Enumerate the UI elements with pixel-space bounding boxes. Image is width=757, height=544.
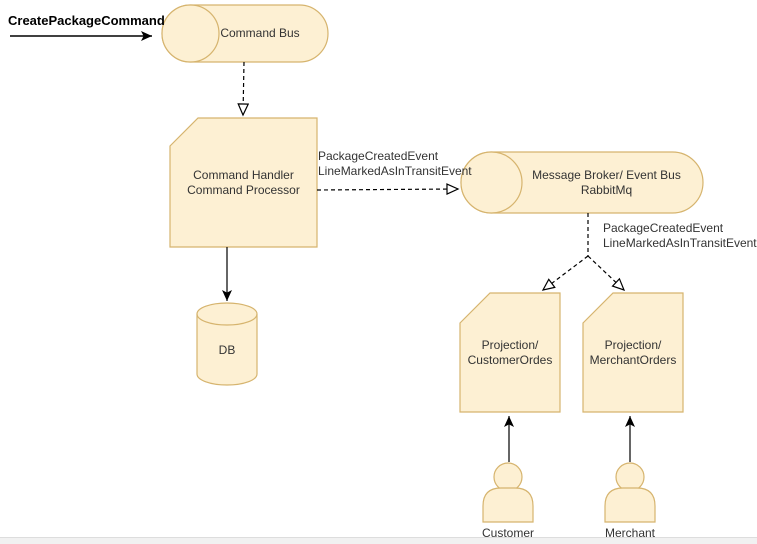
- node-message-broker[interactable]: [460, 151, 704, 214]
- node-label-projection-customer: Projection/ CustomerOrdes: [467, 337, 553, 367]
- edge-handler-to-broker[interactable]: [316, 183, 460, 196]
- node-label-command-bus: Command Bus: [220, 26, 300, 40]
- node-command-handler[interactable]: [169, 117, 318, 248]
- node-label-merchant: Merchant: [604, 525, 656, 540]
- edge-label-create-package-command: CreatePackageCommand: [8, 13, 165, 28]
- node-label-projection-merchant: Projection/ MerchantOrders: [589, 337, 677, 367]
- node-db[interactable]: [196, 302, 258, 386]
- node-label-customer: Customer: [481, 525, 534, 540]
- edge-label-broker-to-projections: PackageCreatedEvent LineMarkedAsInTransi…: [603, 221, 757, 250]
- node-projection-merchant[interactable]: [582, 292, 684, 413]
- edge-bus-to-handler[interactable]: [237, 61, 250, 117]
- node-merchant-actor[interactable]: [604, 462, 656, 523]
- node-command-bus[interactable]: [161, 4, 329, 63]
- canvas-bottom-scrollbar[interactable]: [0, 537, 757, 544]
- node-customer-actor[interactable]: [482, 462, 534, 523]
- node-label-message-broker: Message Broker/ Event Bus RabbitMq: [532, 167, 681, 197]
- node-label-command-handler: Command Handler Command Processor: [187, 167, 300, 197]
- edge-label-handler-to-broker: PackageCreatedEvent LineMarkedAsInTransi…: [318, 149, 472, 178]
- edge-broker-to-projections[interactable]: [541, 213, 626, 291]
- node-label-db: DB: [218, 342, 236, 357]
- node-projection-customer[interactable]: [459, 292, 561, 413]
